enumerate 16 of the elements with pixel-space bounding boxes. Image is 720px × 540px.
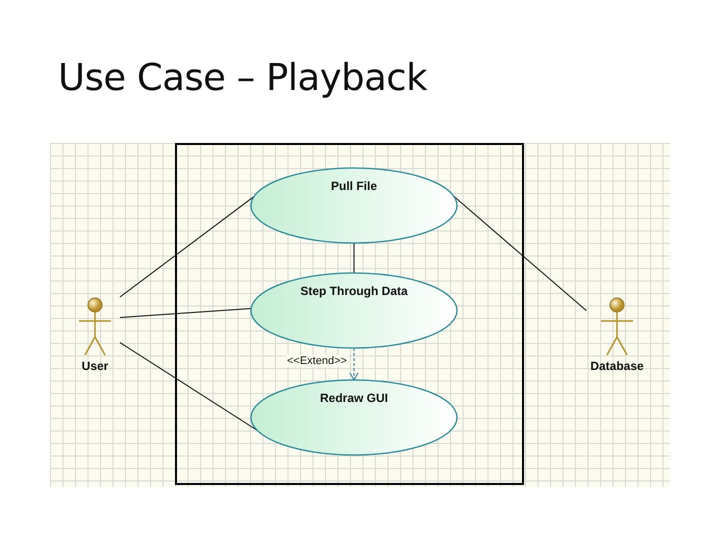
use-case-name: Redraw GUI bbox=[318, 391, 389, 405]
dependency-arrow bbox=[350, 348, 358, 380]
association-line bbox=[120, 308, 252, 318]
actor-name: User bbox=[80, 359, 110, 373]
system-boundary bbox=[175, 143, 524, 485]
use-case-ellipse bbox=[250, 379, 458, 456]
association-line bbox=[120, 196, 255, 298]
actor-name: Database bbox=[589, 359, 645, 373]
edge-label: <<Extend>> bbox=[286, 355, 348, 367]
use-case-ellipse bbox=[250, 167, 458, 244]
use-case-name: Pull File bbox=[330, 179, 378, 193]
slide-title: Use Case – Playback bbox=[58, 56, 428, 99]
association-line bbox=[453, 196, 587, 312]
association-line bbox=[120, 342, 258, 431]
use-case-name: Step Through Data bbox=[299, 284, 409, 298]
use-case-ellipse bbox=[250, 272, 458, 349]
